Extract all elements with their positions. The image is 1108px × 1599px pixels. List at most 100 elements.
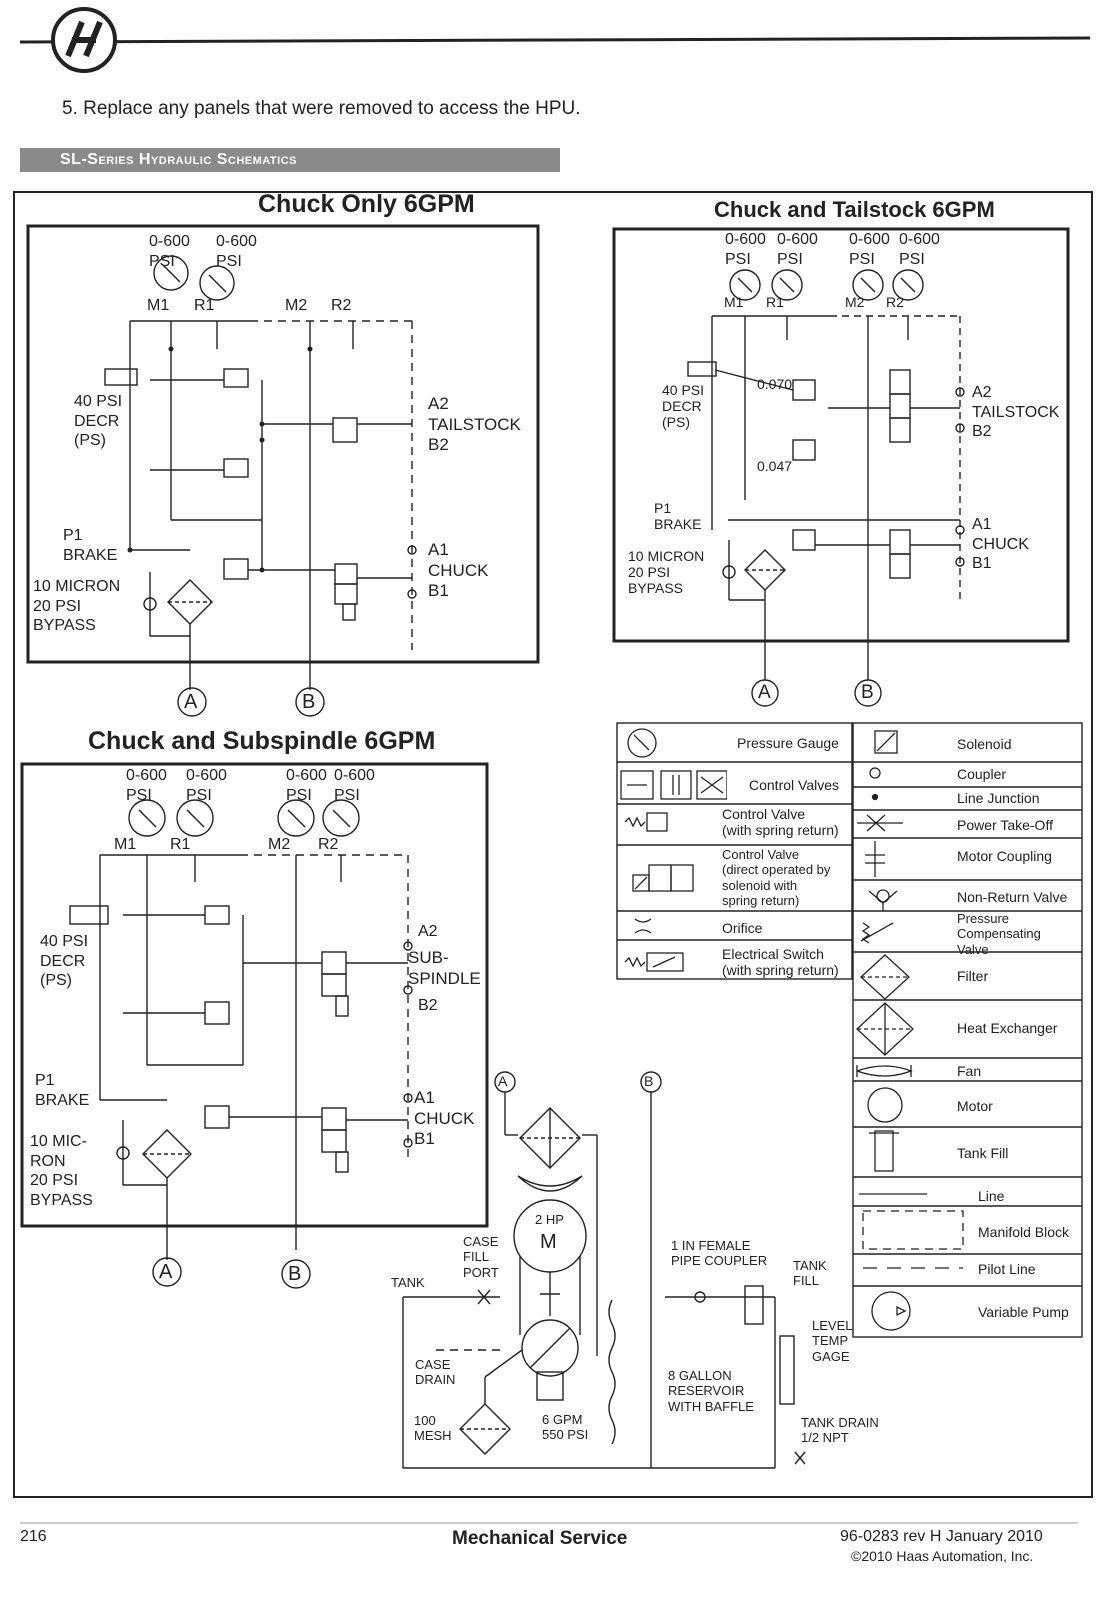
pressure-compensating-valve-icon [860,922,894,944]
hpu-case-fill: CASE FILL PORT [463,1234,499,1280]
legend-tank-fill: Tank Fill [957,1145,1009,1161]
chuck-tailstock-filter: 10 MICRON 20 PSI BYPASS [628,548,705,597]
chuck-tailstock-g2: 0-600 PSI [777,231,818,268]
chuck-tailstock-tailstock: A2 TAILSTOCK B2 [972,384,1060,441]
chuck-subspindle-subspindle: SUB- SPINDLE [408,948,481,988]
chuck-tailstock-brake: P1 BRAKE [654,500,702,533]
chuck-only-chuck: A1 CHUCK B1 [428,540,489,601]
chuck-only-port-b: B [302,691,316,713]
legend-fan: Fan [957,1063,982,1079]
motor-coupling-icon [865,841,885,877]
electrical-switch-icon [624,952,684,972]
chuck-subspindle-g1: 0-600 PSI [126,767,167,804]
chuck-subspindle-r1: R1 [170,836,191,853]
hpu-port-a: A [498,1073,508,1089]
legend-coupler: Coupler [957,766,1007,782]
legend-control-valves: Control Valves [749,777,840,793]
legend-motor: Motor [957,1098,993,1114]
chuck-tailstock-orifice-1: 0.070 [757,376,793,392]
chuck-only-decr: 40 PSI DECR (PS) [74,393,123,450]
legend-power-take-off: Power Take-Off [957,817,1053,833]
chuck-subspindle-g4: 0-600 PSI [334,767,375,804]
legend-motor-coupling: Motor Coupling [957,848,1052,864]
page-number: 216 [20,1528,47,1545]
legend-orifice: Orifice [722,920,763,936]
hpu-case-drain: CASE DRAIN [415,1357,456,1388]
tank-fill-icon [869,1130,899,1172]
power-take-off-icon [857,814,903,832]
hpu-motor-hp: 2 HP [535,1212,564,1227]
chuck-tailstock-r2: R2 [886,294,904,310]
chuck-tailstock-m2: M2 [845,294,865,310]
legend-pressure-gauge: Pressure Gauge [737,735,839,751]
chuck-subspindle-decr: 40 PSI DECR (PS) [40,933,89,990]
chuck-only-brake: P1 BRAKE [63,527,118,564]
legend-heat-exchanger: Heat Exchanger [957,1020,1058,1036]
chuck-subspindle-filter: 10 MIC- RON 20 PSI BYPASS [30,1133,93,1209]
hpu-tank: TANK [391,1275,425,1290]
chuck-subspindle-b2: B2 [418,997,438,1014]
chuck-tailstock-m1: M1 [724,294,744,310]
section-banner: SL-Series Hydraulic Schematics [20,148,560,172]
legend-pressure-compensating-valve: Pressure Compensating Valve [957,911,1041,957]
chuck-only-port-a: A [184,691,198,713]
legend-control-valve-solenoid: Control Valve (direct operated by soleno… [722,847,831,908]
chuck-tailstock-decr: 40 PSI DECR (PS) [662,382,705,431]
chuck-tailstock-g4: 0-600 PSI [899,231,940,268]
hpu-port-b: B [644,1073,654,1089]
legend-non-return-valve: Non-Return Valve [957,889,1068,905]
doc-revision: 96-0283 rev H January 2010 [840,1528,1043,1545]
footer-rule [20,1522,1078,1524]
fan-icon [856,1065,913,1077]
hpu-coupler: 1 IN FEMALE PIPE COUPLER [671,1238,768,1269]
legend-manifold-block: Manifold Block [978,1224,1070,1240]
hpu-reservoir: 8 GALLON RESERVOIR WITH BAFFLE [668,1368,754,1414]
chuck-only-filter: 10 MICRON 20 PSI BYPASS [33,578,121,635]
chuck-subspindle-m1: M1 [114,836,137,853]
control-valves-icon [620,770,727,800]
chuck-tailstock-orifice-2: 0.047 [757,458,793,474]
chuck-subspindle-port-a: A [159,1261,173,1283]
chuck-subspindle-g3: 0-600 PSI [286,767,327,804]
hpu-mesh: 100 MESH [414,1413,452,1444]
chuck-tailstock-title: Chuck and Tailstock 6GPM [714,197,995,222]
hpu-gage: LEVEL TEMP GAGE [812,1318,853,1364]
haas-logo [51,7,117,73]
legend-pilot-line: Pilot Line [978,1261,1036,1277]
chuck-subspindle-title: Chuck and Subspindle 6GPM [88,727,436,755]
variable-pump-icon [871,1291,911,1331]
hpu-motor-m: M [540,1231,557,1253]
step-text: 5. Replace any panels that were removed … [62,98,581,119]
chuck-tailstock-g1: 0-600 PSI [725,231,766,268]
chuck-tailstock-port-a: A [758,682,771,703]
chuck-only-tailstock: A2 TAILSTOCK B2 [428,394,521,455]
chuck-only-m1: M1 [147,297,170,314]
legend-left-icons [620,728,727,972]
chuck-only-gauge-2-range: 0-600 PSI [216,233,257,270]
schematics-frame [13,191,1093,1498]
chuck-only-gauge-1-range: 0-600 PSI [149,233,190,270]
pressure-gauge-icon [627,728,657,758]
heat-exchanger-icon [856,1002,914,1056]
copyright: ©2010 Haas Automation, Inc. [851,1548,1034,1564]
hpu-tank-fill: TANK FILL [793,1258,827,1289]
chuck-subspindle-g2: 0-600 PSI [186,767,227,804]
header-rule [19,7,1091,73]
hpu-pump: 6 GPM 550 PSI [542,1412,589,1443]
solenoid-icon [874,730,898,754]
section-name: Mechanical Service [452,1528,628,1549]
chuck-tailstock-port-b: B [861,682,874,703]
chuck-subspindle-chuck: A1 CHUCK B1 [414,1088,475,1149]
line-junction-icon [871,793,879,801]
chuck-tailstock-r1: R1 [766,294,784,310]
chuck-only-r2: R2 [331,297,352,314]
manifold-block-icon [862,1210,964,1250]
chuck-tailstock-g3: 0-600 PSI [849,231,890,268]
legend-filter: Filter [957,968,989,984]
legend-line: Line [978,1188,1005,1204]
